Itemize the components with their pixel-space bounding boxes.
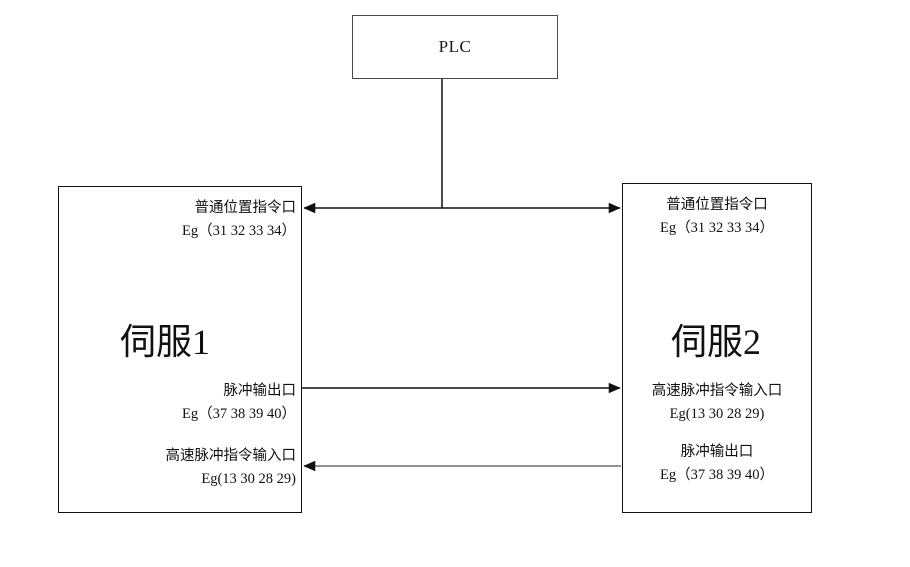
servo1-port-high-speed-pulse-input: 高速脉冲指令输入口 Eg(13 30 28 29): [62, 445, 297, 491]
port-name: 脉冲输出口: [223, 383, 297, 399]
port-name: 普通位置指令口: [666, 197, 768, 213]
servo2-title: 伺服2: [671, 322, 762, 362]
port-eg: Eg(13 30 28 29): [201, 471, 296, 487]
plc-label: PLC: [438, 37, 472, 56]
servo2-port-pulse-output: 脉冲输出口 Eg（37 38 39 40）: [628, 441, 806, 487]
port-eg: Eg（31 32 33 34）: [182, 223, 296, 239]
servo1-port-position-command: 普通位置指令口 Eg（31 32 33 34）: [62, 197, 296, 243]
port-name: 脉冲输出口: [680, 444, 754, 460]
servo1-title: 伺服1: [120, 322, 211, 362]
port-name: 普通位置指令口: [194, 200, 297, 216]
servo2-port-position-command: 普通位置指令口 Eg（31 32 33 34）: [628, 194, 806, 240]
port-eg: Eg(13 30 28 29): [669, 406, 765, 422]
port-eg: Eg（31 32 33 34）: [660, 220, 774, 236]
port-name: 高速脉冲指令输入口: [165, 448, 297, 464]
servo2-node: [622, 183, 812, 513]
port-eg: Eg（37 38 39 40）: [182, 406, 296, 422]
servo2-port-high-speed-pulse-input: 高速脉冲指令输入口 Eg(13 30 28 29): [628, 380, 806, 426]
port-name: 高速脉冲指令输入口: [651, 383, 783, 399]
servo1-node: [58, 186, 302, 513]
servo1-port-pulse-output: 脉冲输出口 Eg（37 38 39 40）: [62, 380, 296, 426]
port-eg: Eg（37 38 39 40）: [660, 467, 774, 483]
plc-node: PLC: [352, 15, 558, 79]
